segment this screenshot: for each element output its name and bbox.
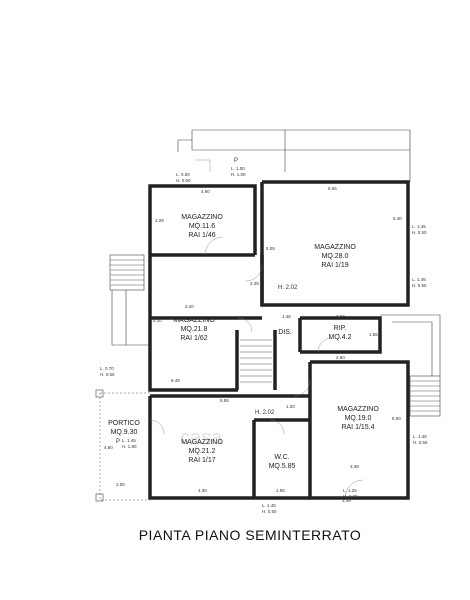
dim-label: 1.95 — [276, 488, 285, 493]
window-h: H. 2.20 — [343, 494, 358, 499]
dim-label: 3.39 — [342, 498, 351, 503]
dim-label: 1.20 — [286, 404, 295, 409]
dim-label: 4.30 — [198, 488, 207, 493]
room-rai: RAI 1/19 — [321, 262, 348, 269]
room-name: MAGAZZINO — [173, 317, 215, 324]
window-l: L. 0.50 — [176, 172, 190, 177]
window-h: H. 1.90 — [122, 444, 137, 449]
dim-label: 4.60 — [104, 445, 113, 450]
dim-label: 3.20 — [185, 304, 194, 309]
room-name: RIP. — [334, 325, 347, 332]
window-l: L. 1.25 — [343, 488, 357, 493]
dim-label: 2.29 — [155, 218, 164, 223]
room-mag5: MAGAZZINO MQ.21.2 RAI 1/17 — [181, 439, 223, 464]
right-wing — [380, 314, 441, 376]
room-area: MQ.9.30 — [111, 429, 138, 436]
dim-label: 2.29 — [250, 281, 259, 286]
window-l: L. 0.70 — [100, 366, 114, 371]
room-mag2: MAGAZZINO MQ.28.0 RAI 1/19 — [314, 244, 356, 269]
plan-title: PIANTA PIANO SEMINTERRATO — [139, 527, 362, 543]
window-h: H. 0.50 — [176, 178, 191, 183]
dim-label: 1.46 — [282, 314, 291, 319]
p-marker: P — [116, 439, 120, 445]
room-name: W.C. — [274, 454, 289, 461]
room-portico: PORTICO MQ.9.30 — [108, 420, 140, 436]
dim-label: 2.60 — [336, 355, 345, 360]
window-l: L. 1.45 — [412, 277, 426, 282]
window-l: L. 1.45 — [122, 438, 136, 443]
room-rip: RIP. MQ.4.2 — [329, 325, 352, 341]
room-area: MQ.21.8 — [181, 326, 208, 333]
window-labels: L. 0.50 H. 0.50 L. 1.00 H. 1.00 L. 1.45 … — [100, 166, 428, 514]
room-area: MQ.5.85 — [269, 463, 296, 470]
room-area: MQ.11.6 — [189, 223, 215, 230]
window-l: L. 1.00 — [231, 166, 245, 171]
room-rai: RAI 1/46 — [188, 232, 215, 239]
height-label: H. 2.02 — [255, 410, 275, 416]
dim-label: 5.00 — [392, 416, 401, 421]
dim-label: 4.90 — [201, 189, 210, 194]
terrace-outline — [177, 129, 411, 182]
window-l: L. 1.45 — [413, 434, 427, 439]
room-rai: RAI 1/17 — [188, 457, 215, 464]
dim-label: 6.49 — [171, 378, 180, 383]
dim-label: 1.55 — [369, 332, 378, 337]
room-area: MQ.19.0 — [345, 415, 372, 422]
room-wc: W.C. MQ.5.85 — [269, 454, 296, 470]
dim-label: 5.55 — [328, 186, 337, 191]
room-area: MQ.28.0 — [322, 253, 349, 260]
left-low-wall — [111, 290, 150, 346]
window-l: L. 1.45 — [412, 224, 426, 229]
p-marker: P — [234, 158, 238, 164]
window-h: H. 0.50 — [100, 372, 115, 377]
left-stairs — [109, 254, 145, 291]
window-h: H. 0.50 — [412, 283, 427, 288]
room-rai: RAI 1/62 — [180, 335, 207, 342]
room-dis: DIS. — [278, 329, 292, 336]
room-mag1: MAGAZZINO MQ.11.6 RAI 1/46 — [181, 214, 223, 239]
watermark: casa — [180, 427, 223, 449]
room-area: MQ.4.2 — [329, 334, 352, 341]
dim-label: 5.40 — [393, 216, 402, 221]
dimensions: 4.90 5.55 2.29 5.05 3.20 2.29 4.10 5.40 … — [104, 186, 402, 503]
room-mag4: MAGAZZINO MQ.19.0 RAI 1/15.4 — [337, 406, 379, 431]
dim-label: 4.10 — [153, 318, 162, 323]
dim-label: 5.55 — [220, 398, 229, 403]
room-mag3: MAGAZZINO MQ.21.8 RAI 1/62 — [173, 317, 215, 342]
dim-label: 5.05 — [266, 246, 275, 251]
window-h: H. 0.50 — [412, 230, 427, 235]
dim-label: 2.00 — [116, 482, 125, 487]
walls — [148, 180, 410, 500]
right-stairs — [409, 375, 441, 417]
dim-label: 2.60 — [336, 314, 345, 319]
door-swings — [149, 236, 364, 499]
room-name: DIS. — [278, 329, 292, 336]
dim-label: 3.39 — [350, 464, 359, 469]
room-name: PORTICO — [108, 420, 140, 427]
window-l: L. 1.45 — [262, 503, 276, 508]
window-h: H. 1.00 — [231, 172, 246, 177]
room-rai: RAI 1/15.4 — [341, 424, 374, 431]
room-area: MQ.21.2 — [189, 448, 216, 455]
portico-outline — [95, 389, 150, 502]
height-label: H. 2.02 — [278, 285, 298, 291]
room-name: MAGAZZINO — [337, 406, 379, 413]
room-name: MAGAZZINO — [181, 214, 223, 221]
inner-stairs — [240, 339, 272, 383]
room-name: MAGAZZINO — [314, 244, 356, 251]
window-h: H. 0.50 — [262, 509, 277, 514]
window-h: H. 0.55 — [413, 440, 428, 445]
room-name: MAGAZZINO — [181, 439, 223, 446]
